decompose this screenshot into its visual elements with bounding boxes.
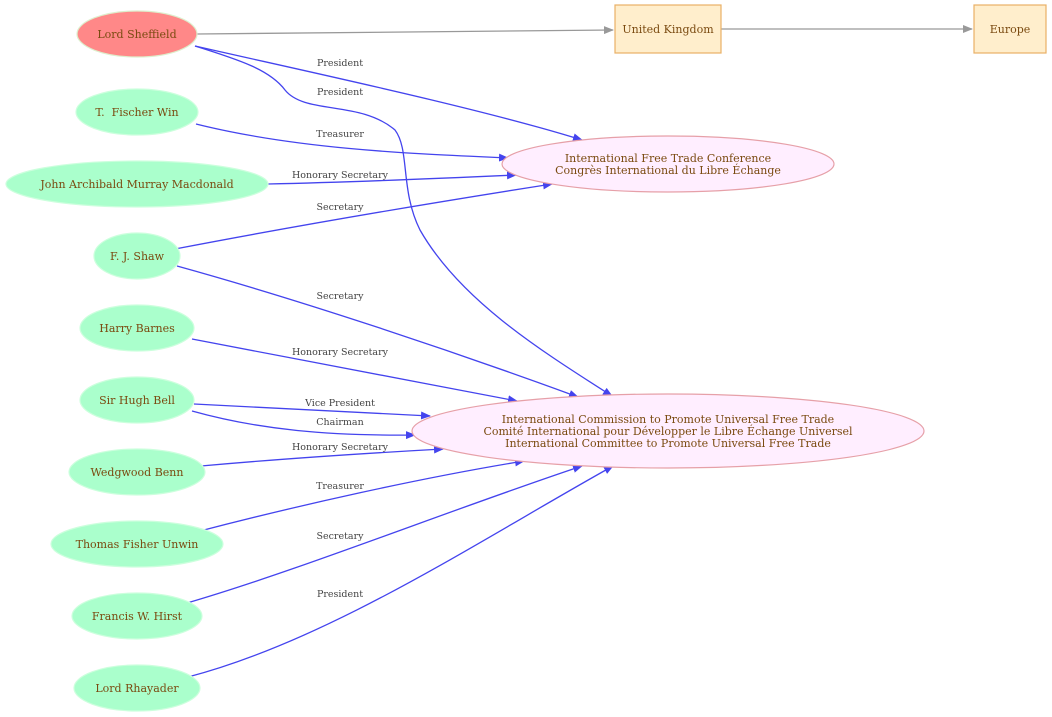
edge-label: President <box>317 589 363 600</box>
node-shape <box>973 4 1047 54</box>
edge-lord-sheffield-to-intl-commission-universal-free-trade <box>194 45 613 397</box>
edge-label: Vice President <box>304 398 375 409</box>
node-intl-commission-universal-free-trade[interactable]: International Commission to Promote Univ… <box>411 393 925 469</box>
edge-label: Secretary <box>316 531 364 542</box>
edge-lord-sheffield-to-united-kingdom <box>196 26 614 35</box>
edge-lord-sheffield-to-intl-free-trade-conference <box>194 45 583 142</box>
node-intl-free-trade-conference[interactable]: International Free Trade ConferenceCongr… <box>501 135 835 193</box>
node-shape <box>50 520 224 568</box>
edge-label: Secretary <box>316 291 364 302</box>
node-wedgwood-benn[interactable]: Wedgwood Benn <box>68 448 206 496</box>
edge-wedgwood-benn-to-intl-commission-universal-free-trade <box>200 445 444 467</box>
node-harry-barnes[interactable]: Harry Barnes <box>79 304 195 352</box>
edge-label: President <box>317 87 363 98</box>
node-label: International Commission to Promote Univ… <box>502 413 834 426</box>
node-label: Francis W. Hirst <box>92 610 183 623</box>
node-thomas-fisher-unwin[interactable]: Thomas Fisher Unwin <box>50 520 224 568</box>
node-francis-w-hirst[interactable]: Francis W. Hirst <box>71 592 203 640</box>
edge-john-archibald-murray-macdonald-to-intl-free-trade-conference <box>267 171 517 185</box>
node-label: Sir Hugh Bell <box>99 394 175 407</box>
node-shape <box>73 664 201 712</box>
edge-label: Secretary <box>316 202 364 213</box>
node-f-j-shaw[interactable]: F. J. Shaw <box>93 232 181 280</box>
node-label: Harry Barnes <box>99 322 175 335</box>
node-label: John Archibald Murray Macdonald <box>39 178 233 191</box>
node-shape <box>79 376 195 424</box>
node-lord-rhayader[interactable]: Lord Rhayader <box>73 664 201 712</box>
edge-t-fischer-win-to-intl-free-trade-conference <box>195 123 509 162</box>
edge-label: President <box>317 58 363 69</box>
node-label: Lord Sheffield <box>97 28 176 41</box>
edge-label: Honorary Secretary <box>292 442 389 453</box>
node-shape <box>411 393 925 469</box>
node-label: F. J. Shaw <box>110 250 165 263</box>
edge-label: Honorary Secretary <box>292 347 389 358</box>
node-sir-hugh-bell[interactable]: Sir Hugh Bell <box>79 376 195 424</box>
edge-francis-w-hirst-to-intl-commission-universal-free-trade <box>186 465 583 604</box>
node-t-fischer-win[interactable]: T. Fischer Win <box>75 88 199 136</box>
edge-label: Honorary Secretary <box>292 170 389 181</box>
edge-label: Treasurer <box>316 481 364 492</box>
node-united-kingdom[interactable]: United Kingdom <box>614 4 722 54</box>
node-label: T. Fischer Win <box>95 106 178 119</box>
edge-sir-hugh-bell-to-intl-commission-universal-free-trade <box>193 403 431 420</box>
node-label: Lord Rhayader <box>95 682 179 695</box>
node-label: Wedgwood Benn <box>91 466 184 479</box>
node-shape <box>76 10 198 58</box>
edge-sir-hugh-bell-to-intl-commission-universal-free-trade <box>191 410 416 440</box>
node-shape <box>614 4 722 54</box>
node-label: International Free Trade Conference <box>565 152 771 165</box>
edge-harry-barnes-to-intl-commission-universal-free-trade <box>191 338 518 404</box>
edge-lord-rhayader-to-intl-commission-universal-free-trade <box>187 465 614 678</box>
node-label: Europe <box>990 23 1031 36</box>
node-label: Congrès International du Libre Échange <box>555 163 781 177</box>
node-shape <box>75 88 199 136</box>
node-label: Thomas Fisher Unwin <box>76 538 199 551</box>
edge-f-j-shaw-to-intl-commission-universal-free-trade <box>176 265 579 398</box>
node-john-archibald-murray-macdonald[interactable]: John Archibald Murray Macdonald <box>5 160 269 208</box>
node-label: Comité International pour Développer le … <box>483 424 853 438</box>
node-lord-sheffield[interactable]: Lord Sheffield <box>76 10 198 58</box>
edge-thomas-fisher-unwin-to-intl-commission-universal-free-trade <box>199 458 525 532</box>
node-shape <box>5 160 269 208</box>
node-shape <box>68 448 206 496</box>
node-shape <box>79 304 195 352</box>
node-europe[interactable]: Europe <box>973 4 1047 54</box>
edge-label: Treasurer <box>316 129 364 140</box>
node-shape <box>71 592 203 640</box>
node-shape <box>501 135 835 193</box>
node-label: International Committee to Promote Unive… <box>505 437 831 450</box>
node-label: United Kingdom <box>622 23 714 36</box>
node-shape <box>93 232 181 280</box>
edge-f-j-shaw-to-intl-free-trade-conference <box>174 181 553 250</box>
edge-label: Chairman <box>316 417 363 428</box>
edges-layer <box>174 25 973 678</box>
